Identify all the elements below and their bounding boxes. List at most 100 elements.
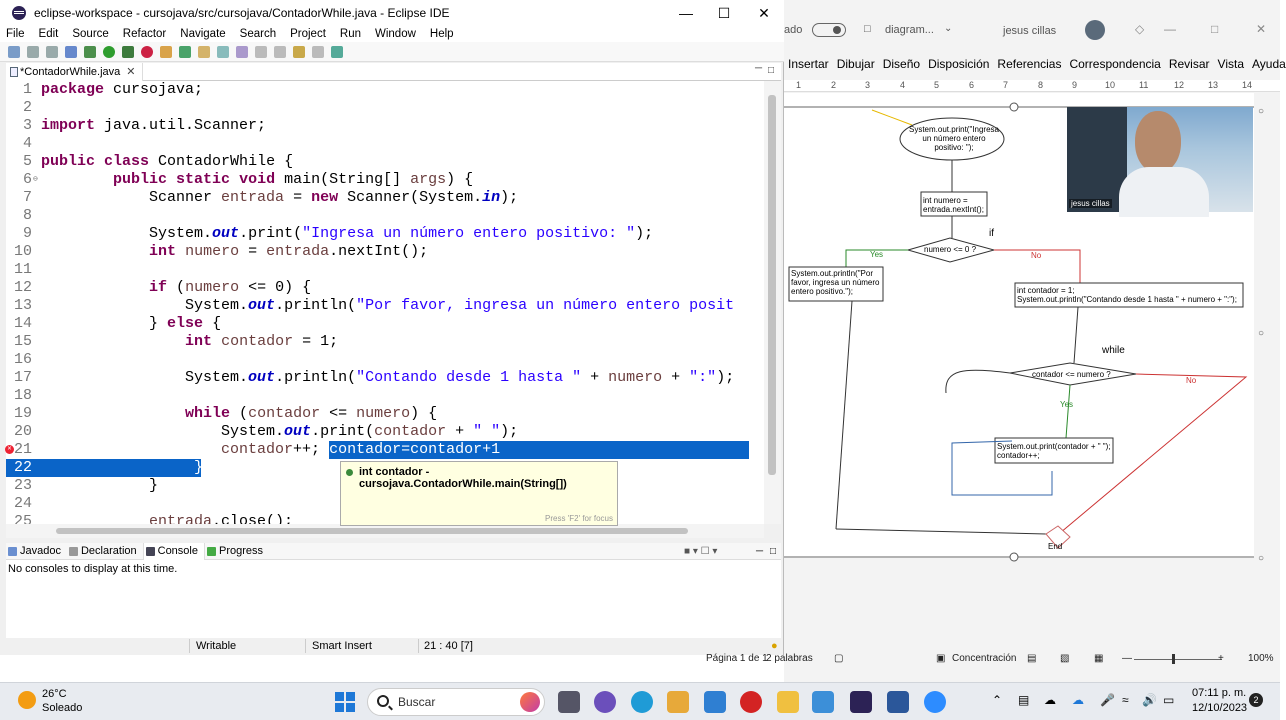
annotation-prev-icon[interactable] xyxy=(274,45,286,58)
tab-javadoc[interactable]: Javadoc xyxy=(6,545,67,557)
zoom-in-icon[interactable]: + xyxy=(1218,653,1224,664)
handle-icon[interactable]: ○ xyxy=(1258,106,1265,117)
tab-progress[interactable]: Progress xyxy=(205,545,269,557)
zoom-level[interactable]: 100% xyxy=(1248,653,1274,664)
read-mode-icon[interactable]: ▤ xyxy=(1027,653,1037,664)
close-icon[interactable]: ✕ xyxy=(758,4,770,21)
focus-icon[interactable]: ▣ xyxy=(936,653,946,664)
menu-window[interactable]: Window xyxy=(375,28,416,40)
clock-time[interactable]: 07:11 p. m. xyxy=(1192,687,1247,699)
save-icon[interactable] xyxy=(27,45,39,58)
battery-icon[interactable]: ▭ xyxy=(1163,693,1175,707)
store-icon[interactable] xyxy=(667,691,689,713)
maximize-icon[interactable]: ☐ xyxy=(717,4,731,21)
volume-icon[interactable]: 🔊 xyxy=(1142,693,1157,707)
document-page[interactable]: System.out.print("Ingresa un número ente… xyxy=(784,93,1254,562)
tab-console[interactable]: Console xyxy=(142,542,205,560)
coverage-icon[interactable] xyxy=(122,45,134,58)
print-layout-icon[interactable]: ▧ xyxy=(1060,653,1070,664)
console-toolbar-icon[interactable]: ■ ▾ ☐ ▾ xyxy=(684,545,718,557)
eclipse-taskbar-icon[interactable] xyxy=(850,691,872,713)
task-view-icon[interactable] xyxy=(558,691,580,713)
ribbon-tab-revisar[interactable]: Revisar xyxy=(1168,57,1210,71)
pin-editor-icon[interactable] xyxy=(331,45,343,58)
zoom-slider[interactable] xyxy=(1134,659,1222,660)
minimize-editor-icon[interactable]: ─ xyxy=(755,63,763,74)
web-layout-icon[interactable]: ▦ xyxy=(1094,653,1104,664)
tray-app-icon[interactable]: ▤ xyxy=(1018,693,1030,707)
new-java-project-icon[interactable] xyxy=(160,45,172,58)
weather-status[interactable]: Soleado xyxy=(42,702,83,714)
handle-icon[interactable]: ○ xyxy=(1258,328,1265,339)
close-icon[interactable]: ✕ xyxy=(1256,22,1267,36)
onedrive-icon[interactable]: ☁ xyxy=(1072,693,1084,707)
minimize-panel-icon[interactable]: ─ xyxy=(756,545,764,557)
menu-navigate[interactable]: Navigate xyxy=(180,28,226,40)
ribbon-tab-referencias[interactable]: Referencias xyxy=(997,57,1062,71)
teams-icon[interactable] xyxy=(594,691,616,713)
menu-source[interactable]: Source xyxy=(72,28,109,40)
doc-name[interactable]: diagram... xyxy=(885,24,934,36)
temperature[interactable]: 26°C xyxy=(42,688,67,700)
outlook-icon[interactable] xyxy=(812,691,834,713)
save-all-icon[interactable] xyxy=(46,45,58,58)
search-toolbar-icon[interactable] xyxy=(217,45,229,58)
scroll-thumb[interactable] xyxy=(56,528,688,534)
tab-declaration[interactable]: Declaration xyxy=(67,545,143,557)
restore-icon[interactable]: □ xyxy=(1211,22,1219,36)
chat-icon[interactable] xyxy=(704,691,726,713)
wifi-icon[interactable]: ≈ xyxy=(1122,693,1129,707)
back-icon[interactable] xyxy=(293,45,305,58)
scroll-thumb[interactable] xyxy=(768,95,776,475)
editor-horizontal-scrollbar[interactable] xyxy=(6,524,764,538)
autosave-toggle[interactable] xyxy=(812,23,846,37)
word-taskbar-icon[interactable] xyxy=(887,691,909,713)
ribbon-tab-vista[interactable]: Vista xyxy=(1217,57,1244,71)
edge-icon[interactable] xyxy=(631,691,653,713)
zoom-icon[interactable] xyxy=(924,691,946,713)
chevron-up-icon[interactable]: ⌃ xyxy=(992,693,1003,707)
chevron-down-icon[interactable]: ⌄ xyxy=(944,23,953,34)
close-tab-icon[interactable]: ✕ xyxy=(126,66,136,78)
maximize-panel-icon[interactable]: □ xyxy=(770,545,777,557)
open-type-icon[interactable] xyxy=(198,45,210,58)
maximize-editor-icon[interactable]: □ xyxy=(768,65,775,76)
notification-badge[interactable]: 2 xyxy=(1249,693,1263,707)
toggle-mark-icon[interactable] xyxy=(236,45,248,58)
accessibility-icon[interactable]: ▢ xyxy=(834,653,844,664)
external-tools-icon[interactable] xyxy=(141,45,153,58)
file-explorer-icon[interactable] xyxy=(777,691,799,713)
diamond-icon[interactable]: ◇ xyxy=(1135,22,1145,36)
clock-date[interactable]: 12/10/2023 xyxy=(1192,702,1248,714)
forward-icon[interactable] xyxy=(312,45,324,58)
sun-icon[interactable] xyxy=(18,691,36,709)
save-icon-word[interactable]: □ xyxy=(864,23,871,35)
taskbar-search[interactable]: Buscar xyxy=(367,688,545,716)
error-marker-icon[interactable]: ✕ xyxy=(5,445,14,454)
cloud-icon[interactable]: ☁ xyxy=(1044,693,1056,707)
menu-file[interactable]: File xyxy=(6,28,25,40)
handle-icon[interactable]: ○ xyxy=(1258,553,1265,564)
editor-vertical-scrollbar[interactable] xyxy=(764,81,781,524)
terminal-icon[interactable] xyxy=(65,45,77,58)
fold-icon[interactable]: ⊖ xyxy=(33,175,38,184)
zoom-out-icon[interactable]: — xyxy=(1122,653,1132,664)
microphone-icon[interactable]: 🎤 xyxy=(1100,693,1115,707)
lightbulb-icon[interactable]: ● xyxy=(771,640,778,652)
ribbon-tab-ayuda[interactable]: Ayuda xyxy=(1252,57,1286,71)
ribbon-tab-diseno[interactable]: Diseño xyxy=(882,57,921,71)
focus-mode[interactable]: Concentración xyxy=(952,653,1017,664)
minimize-icon[interactable]: — xyxy=(679,5,693,21)
menu-project[interactable]: Project xyxy=(290,28,326,40)
zoom-slider-handle[interactable] xyxy=(1172,654,1175,664)
menu-search[interactable]: Search xyxy=(239,28,277,40)
annotation-next-icon[interactable] xyxy=(255,45,267,58)
menu-help[interactable]: Help xyxy=(429,28,454,40)
minimize-icon[interactable]: — xyxy=(1164,22,1176,36)
ribbon-tab-disposicion[interactable]: Disposición xyxy=(928,57,990,71)
new-class-icon[interactable] xyxy=(179,45,191,58)
avatar[interactable] xyxy=(1085,20,1105,40)
menu-run[interactable]: Run xyxy=(339,28,361,40)
menu-refactor[interactable]: Refactor xyxy=(122,28,167,40)
